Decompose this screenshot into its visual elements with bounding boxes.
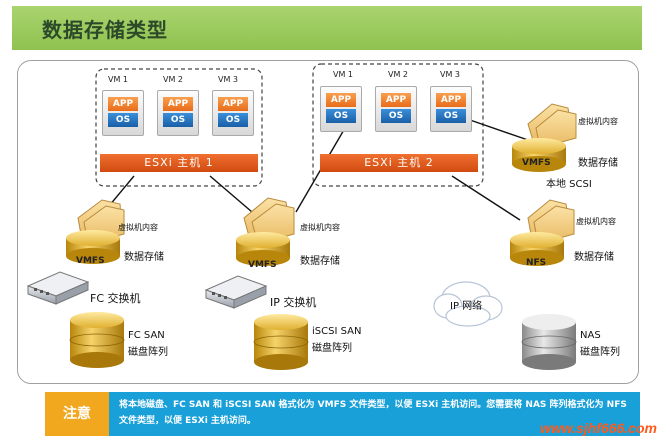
title-bar: 数据存储类型 [12,6,642,50]
os-layer: OS [108,113,138,127]
host2-vm3-label: VM 3 [440,70,461,79]
local-vmfs-datastore [512,103,577,172]
ip-switch-icon [204,275,268,309]
os-layer: OS [381,109,411,123]
local-scsi-label: 本地 SCSI [546,179,592,190]
host1-boundary [95,68,263,187]
esxi-host1-bar: ESXi 主机 1 [100,154,258,172]
host2-vm1-card: APP OS [320,86,362,132]
ip-vmfs-content-label: 虚拟机内容 [300,223,340,232]
note-bar: 注意 将本地磁盘、FC SAN 和 iSCSI SAN 格式化为 VMFS 文件… [45,392,640,436]
page-title: 数据存储类型 [42,18,168,42]
local-vmfs-content-label: 虚拟机内容 [578,117,618,126]
nfs-name-label: 数据存储 [574,252,614,263]
ip-vmfs-name-label: 数据存储 [300,256,340,267]
iscsi-san-sublabel: 磁盘阵列 [312,343,352,354]
nfs-datastore [510,199,575,266]
host1-vm3-label: VM 3 [218,75,239,84]
host2-vm3-card: APP OS [430,86,472,132]
host1-vm1-label: VM 1 [108,75,129,84]
fc-vmfs-datastore [66,199,125,264]
nas-sublabel: 磁盘阵列 [580,347,620,358]
fc-vmfs-name-label: 数据存储 [124,252,164,263]
fc-san-array-icon [69,312,125,368]
app-layer: APP [381,93,411,107]
note-text: 将本地磁盘、FC SAN 和 iSCSI SAN 格式化为 VMFS 文件类型，… [119,400,627,426]
nas-label: NAS [580,330,601,341]
host1-vm2-card: APP OS [157,90,199,136]
ip-switch-label: IP 交换机 [270,296,317,309]
nfs-fs-label: NFS [526,258,547,268]
host1-vm2-label: VM 2 [163,75,184,84]
os-layer: OS [218,113,248,127]
iscsi-san-array-icon [253,314,309,370]
fc-vmfs-fs-label: VMFS [76,256,105,266]
local-vmfs-name-label: 数据存储 [578,158,618,169]
app-layer: APP [326,93,356,107]
fc-san-label: FC SAN [128,330,165,341]
ip-vmfs-datastore [236,197,295,266]
host2-vm1-label: VM 1 [333,70,354,79]
note-label: 注意 [45,392,109,436]
nas-array-icon [521,314,577,370]
app-layer: APP [436,93,466,107]
os-layer: OS [326,109,356,123]
os-layer: OS [436,109,466,123]
host2-vm2-card: APP OS [375,86,417,132]
watermark: www.sjhf666.com [540,420,657,436]
app-layer: APP [218,97,248,111]
ip-network-label: IP 网络 [450,301,483,312]
ip-network-cloud-icon [433,281,503,327]
host1-vm3-card: APP OS [212,90,254,136]
host1-vm1-card: APP OS [102,90,144,136]
app-layer: APP [108,97,138,111]
fc-switch-icon [26,271,90,305]
fc-switch-label: FC 交换机 [90,292,141,305]
iscsi-san-label: iSCSI SAN [312,326,362,337]
local-vmfs-fs-label: VMFS [522,158,551,168]
fc-vmfs-content-label: 虚拟机内容 [118,223,158,232]
app-layer: APP [163,97,193,111]
nfs-content-label: 虚拟机内容 [576,217,616,226]
fc-san-sublabel: 磁盘阵列 [128,347,168,358]
os-layer: OS [163,113,193,127]
ip-vmfs-fs-label: VMFS [248,260,277,270]
host2-vm2-label: VM 2 [388,70,409,79]
esxi-host2-bar: ESXi 主机 2 [320,154,478,172]
